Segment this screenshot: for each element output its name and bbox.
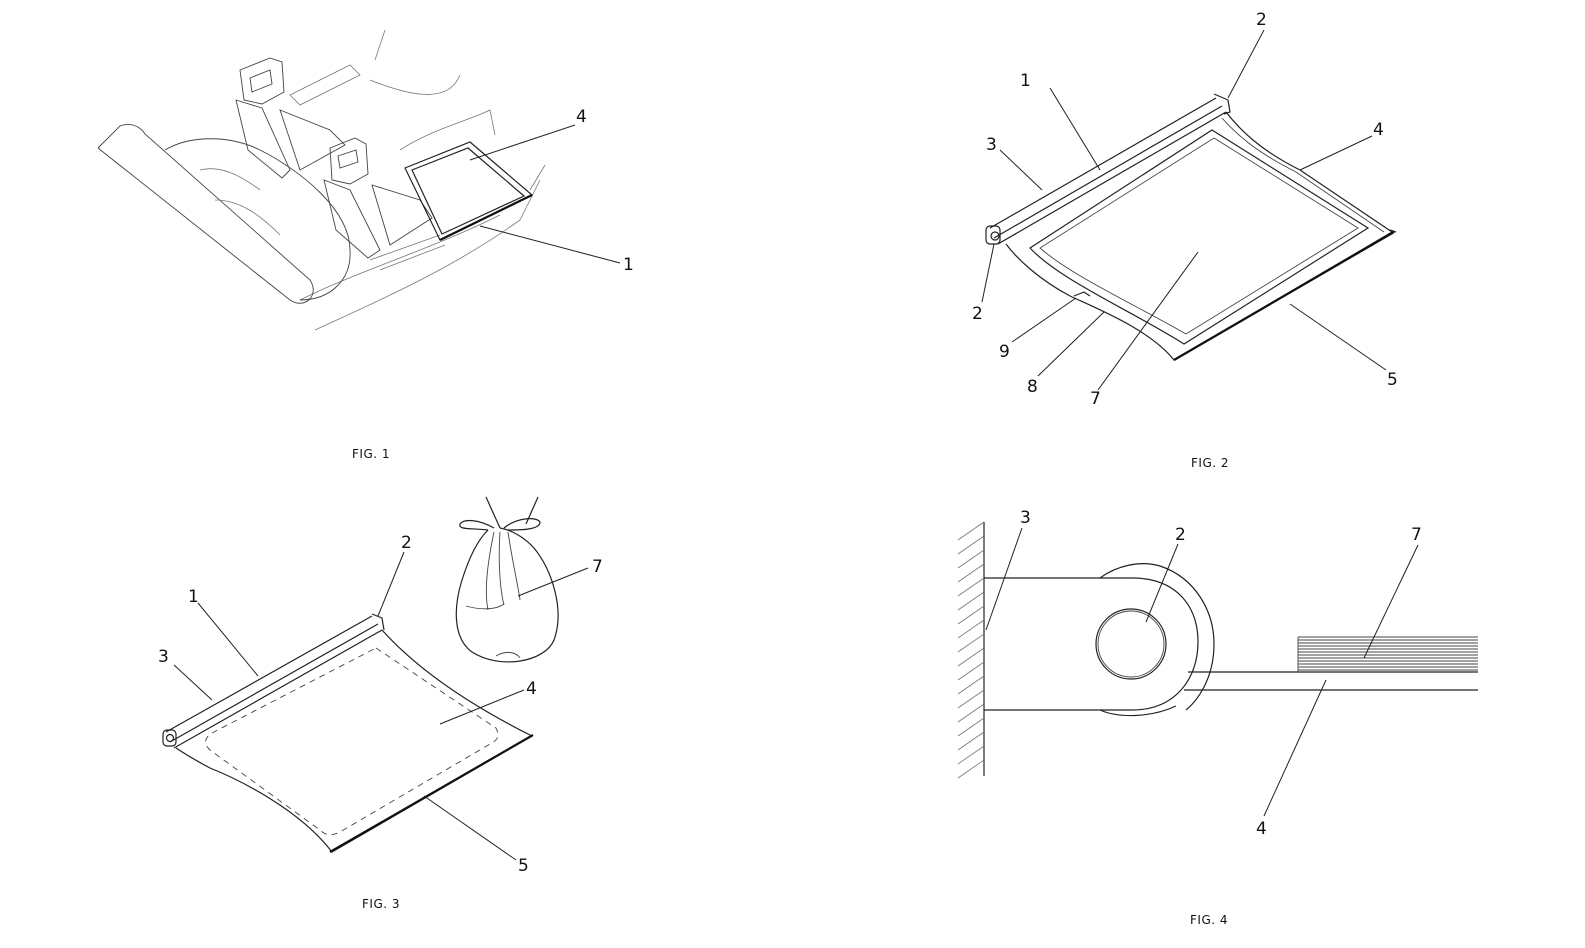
figure-2-label-9: 9 — [999, 342, 1010, 362]
left-axle — [990, 231, 1000, 241]
figure-2-label-7: 7 — [1090, 389, 1101, 409]
figure-2-label-3: 3 — [986, 135, 997, 155]
figure-2-label-4: 4 — [1373, 120, 1384, 140]
figure-1-caption: FIG. 1 — [352, 447, 390, 461]
stacked-layers — [1297, 636, 1478, 672]
figure-2-label-5: 5 — [1387, 370, 1398, 390]
figure-1-leaders — [469, 124, 621, 264]
left-axle — [165, 733, 175, 743]
figure-2-leaders — [981, 29, 1387, 391]
roller-mat-perspective — [985, 93, 1397, 361]
figure-1: 4 1 FIG. 1 — [97, 29, 634, 461]
figure-3-label-3: 3 — [158, 647, 169, 667]
roller-mat-with-bag — [162, 496, 559, 853]
figure-3: 2 1 3 7 4 5 FIG. 3 — [158, 496, 603, 911]
figure-3-leaders — [173, 551, 589, 861]
vehicle-interior-sketch — [97, 29, 546, 331]
figure-1-label-4: 4 — [576, 107, 587, 127]
figure-4-label-2: 2 — [1175, 525, 1186, 545]
figure-4: 3 2 7 4 FIG. 4 — [957, 508, 1478, 927]
figure-3-label-1: 1 — [188, 587, 199, 607]
figure-4-label-3: 3 — [1020, 508, 1031, 528]
figure-3-label-2: 2 — [401, 533, 412, 553]
roller-shaft — [1095, 608, 1167, 680]
figure-4-caption: FIG. 4 — [1190, 913, 1228, 927]
roller-cross-section — [957, 521, 1478, 779]
figure-3-label-5: 5 — [518, 856, 529, 876]
figure-2-label-2-top: 2 — [1256, 10, 1267, 30]
figure-2-label-2-bottom: 2 — [972, 304, 983, 324]
wall-hatching — [957, 521, 985, 779]
figure-4-label-4: 4 — [1256, 819, 1267, 839]
figure-3-label-7: 7 — [592, 557, 603, 577]
figure-2-label-8: 8 — [1027, 377, 1038, 397]
figure-4-leaders — [985, 527, 1419, 817]
figure-3-label-4: 4 — [526, 679, 537, 699]
left-end-cap — [985, 225, 1001, 245]
figure-1-label-1: 1 — [623, 255, 634, 275]
figure-2-caption: FIG. 2 — [1191, 456, 1229, 470]
figure-4-label-7: 7 — [1411, 525, 1422, 545]
left-end-cap — [162, 729, 177, 747]
figure-2-label-1: 1 — [1020, 71, 1031, 91]
figure-3-caption: FIG. 3 — [362, 897, 400, 911]
figure-2: 2 1 3 4 2 9 8 7 5 FIG. 2 — [972, 10, 1398, 470]
